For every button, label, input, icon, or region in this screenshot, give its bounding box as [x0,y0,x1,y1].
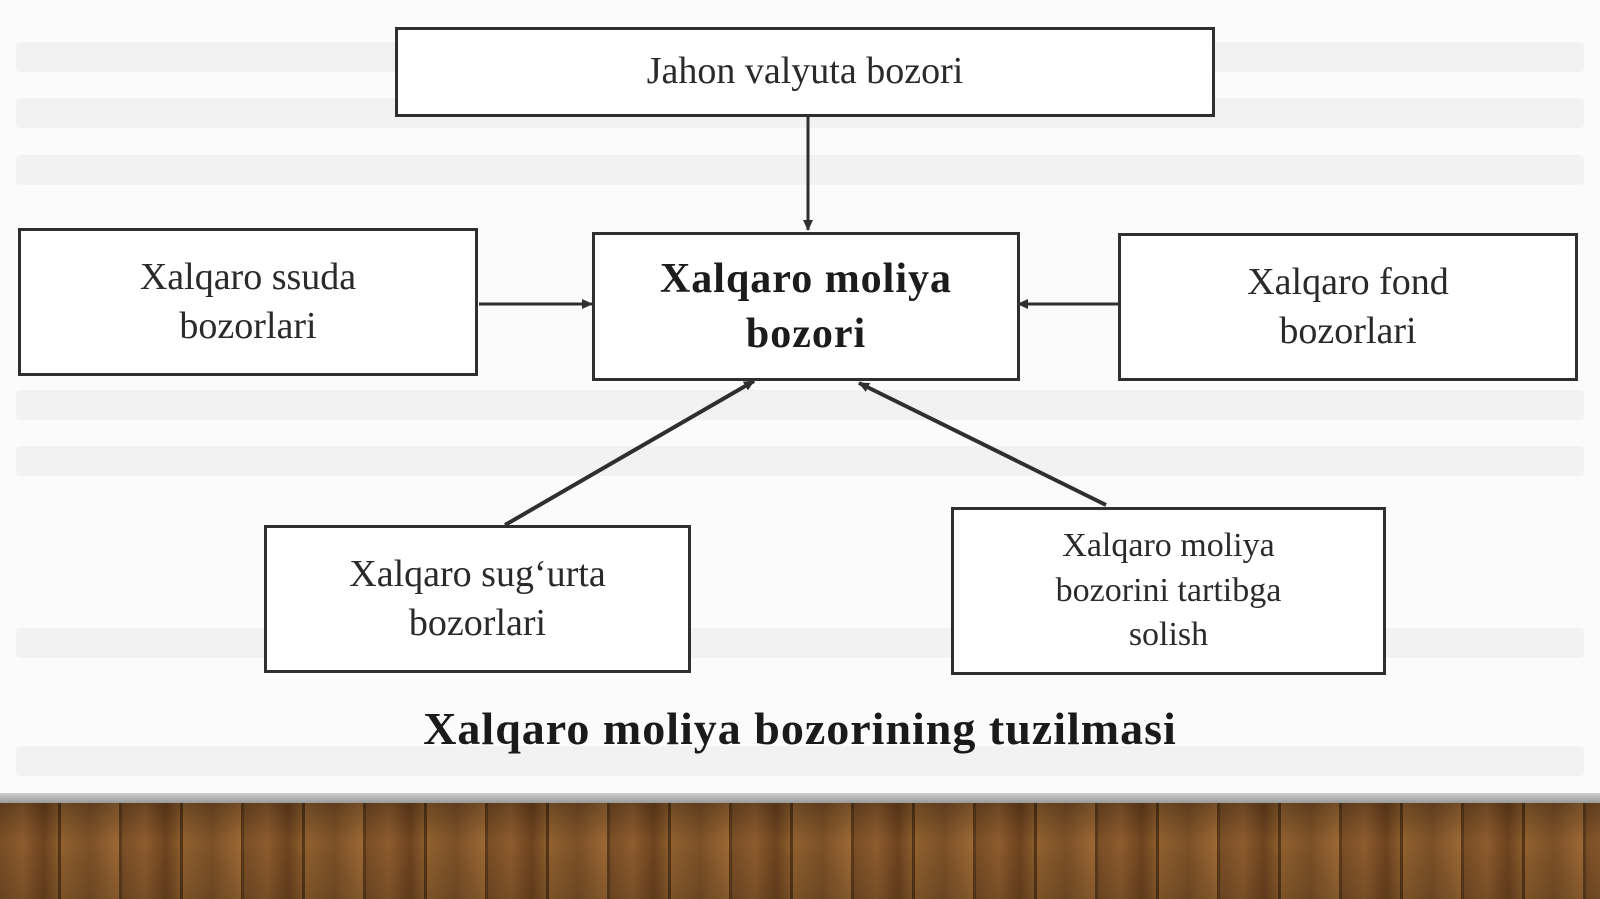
node-label-line: bozorlari [1279,310,1417,352]
arrow-bottom-left-to-center [503,379,756,527]
node-label: Jahon valyuta bozori [646,50,964,93]
diagram-caption: Xalqaro moliya bozorining tuzilmasi [423,703,1177,754]
node-label-line: Xalqaro moliya [659,255,953,302]
node-label-line: solish [1128,616,1209,654]
node-xalqaro-moliya-bozori: Xalqaro moliya bozori [592,232,1020,381]
node-xalqaro-ssuda-bozorlari: Xalqaro ssuda bozorlari [18,228,478,376]
node-label-line: Xalqaro fond [1247,260,1449,303]
node-label-line: Xalqaro moliya [1062,526,1275,564]
node-xalqaro-moliya-bozorini-tartibga-solish: Xalqaro moliya bozorini tartibga solish [951,507,1386,675]
arrow-bottom-right-to-center [858,381,1107,507]
slide-shadow [0,793,1600,803]
node-jahon-valyuta-bozori: Jahon valyuta bozori [395,27,1215,117]
wood-floor [0,803,1600,899]
node-label-line: Xalqaro sug‘urta [349,552,606,595]
node-label-line: bozorlari [408,602,547,644]
slide: Jahon valyuta bozori Xalqaro moliya bozo… [18,27,1578,754]
diagram-connectors [479,117,1118,527]
node-xalqaro-fond-bozorlari: Xalqaro fond bozorlari [1118,233,1578,381]
wood-floor-shading [0,803,1600,899]
node-label-line: bozorini tartibga [1055,571,1282,609]
node-xalqaro-sugurta-bozorlari: Xalqaro sug‘urta bozorlari [264,525,691,673]
node-label-line: bozori [745,310,867,357]
node-label-line: bozorlari [179,305,317,347]
node-label-line: Xalqaro ssuda [139,255,357,298]
